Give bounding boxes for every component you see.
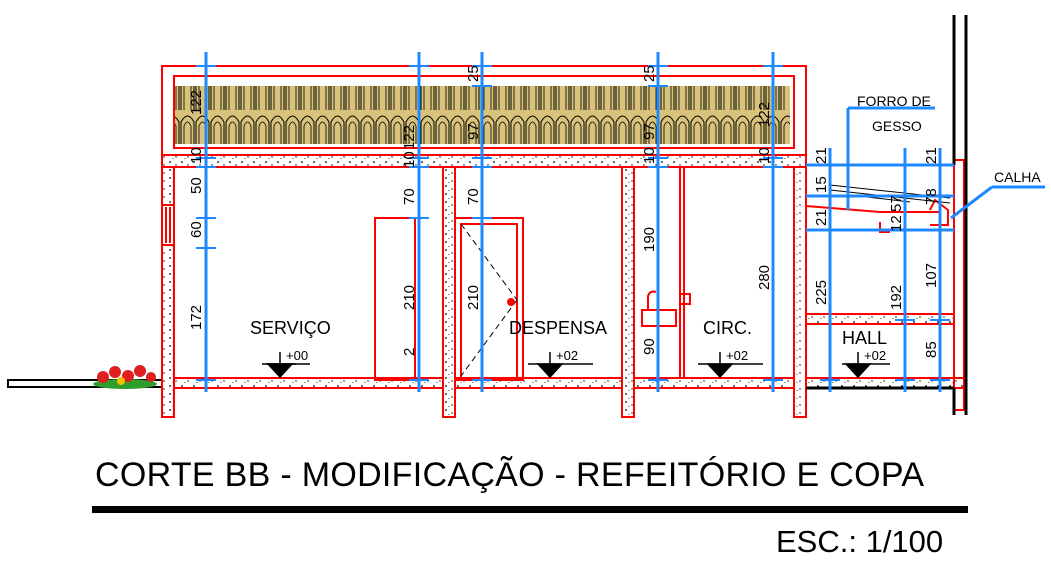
dim-70-b: 70 (465, 188, 482, 205)
level-circ: +02 (726, 348, 748, 363)
dim-60: 60 (188, 221, 205, 238)
dim-25-b: 25 (641, 65, 658, 82)
dim-190: 190 (641, 227, 658, 252)
dim-12: 12 (888, 215, 905, 232)
dim-10-d: 10 (756, 147, 773, 164)
dim-78: 78 (923, 188, 940, 205)
dim-10-b: 10 (401, 151, 418, 168)
callout-forro-line2: GESSO (872, 118, 922, 134)
room-label-despensa: DESPENSA (509, 318, 607, 338)
dim-21-b: 21 (813, 209, 830, 226)
dim-10-c: 10 (641, 147, 658, 164)
dim-90: 90 (641, 338, 658, 355)
dim-97-b: 97 (641, 123, 658, 140)
dimension-ticks (196, 65, 950, 381)
dim-122-a: 122 (188, 90, 205, 115)
dim-107: 107 (923, 263, 940, 288)
level-markers (262, 352, 890, 379)
dim-122-c: 122 (756, 102, 773, 127)
dim-192: 192 (888, 285, 905, 310)
dimension-labels: 122 10 50 60 172 122 10 70 210 2 25 97 7… (188, 65, 940, 358)
room-label-servico: SERVIÇO (250, 318, 331, 338)
level-hall: +02 (864, 348, 886, 363)
drawing-title: CORTE BB - MODIFICAÇÃO - REFEITÓRIO E CO… (95, 456, 925, 494)
dim-97-a: 97 (465, 123, 482, 140)
dim-21-a: 21 (813, 147, 830, 164)
dim-122-b: 122 (401, 125, 418, 150)
dim-172: 172 (188, 305, 205, 330)
dim-225: 225 (813, 280, 830, 305)
drawing-scale: ESC.: 1/100 (776, 524, 944, 559)
level-servico: +00 (286, 348, 308, 363)
dim-10-a: 10 (188, 147, 205, 164)
dim-85: 85 (923, 341, 940, 358)
dim-15: 15 (813, 176, 830, 193)
dim-57: 57 (888, 195, 905, 212)
room-label-circ: CIRC. (703, 318, 752, 338)
dim-25-a: 25 (465, 65, 482, 82)
dim-2: 2 (401, 348, 418, 356)
dim-280: 280 (756, 265, 773, 290)
building-section (161, 65, 965, 418)
dim-210-a: 210 (401, 285, 418, 310)
callout-calha: CALHA (994, 169, 1041, 185)
dim-50: 50 (188, 177, 205, 194)
callout-forro-line1: FORRO DE (857, 93, 931, 109)
plant-icon (93, 365, 157, 389)
dimension-lines (204, 52, 1045, 392)
room-label-hall: HALL (842, 328, 887, 348)
dim-21-c: 21 (923, 147, 940, 164)
dim-210-b: 210 (465, 285, 482, 310)
level-despensa: +02 (556, 348, 578, 363)
dim-70-a: 70 (401, 188, 418, 205)
title-underline (92, 506, 968, 513)
